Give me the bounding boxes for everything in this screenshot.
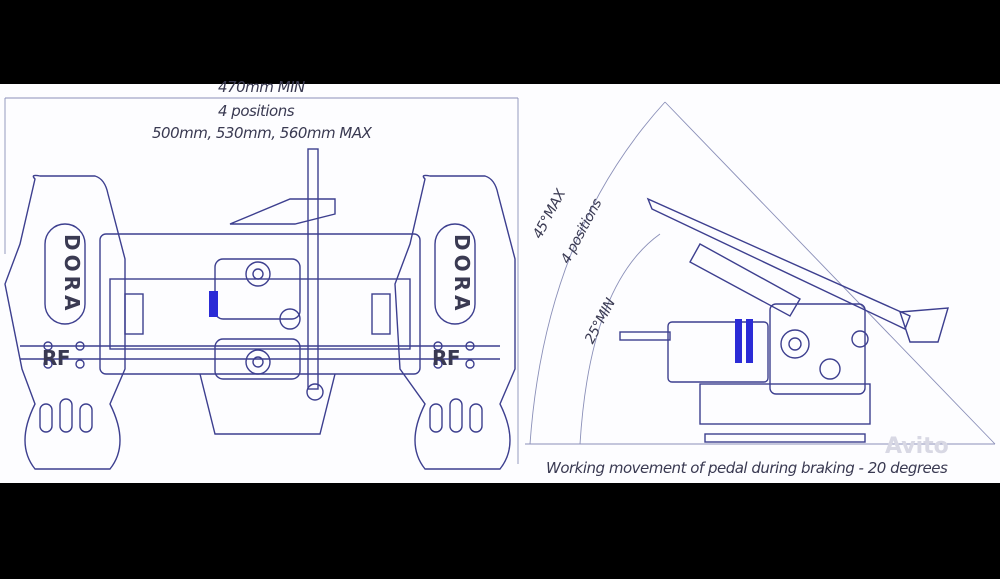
positions-label: 4 positions — [218, 102, 295, 120]
master-cylinder-mechanism — [124, 148, 391, 401]
right-plate-logo: DORA — [450, 234, 474, 315]
caption: Working movement of pedal during braking… — [546, 459, 948, 477]
angle-arcs — [525, 101, 996, 445]
pedal-base-frame — [20, 233, 500, 435]
technical-drawing: 470mm MIN 4 positions 500mm, 530mm, 560m… — [0, 78, 1000, 483]
right-pedal-plate — [394, 174, 516, 470]
left-plate-logo: DORA — [60, 234, 84, 315]
spring-highlight — [209, 291, 218, 317]
drawing-svg — [4, 97, 996, 470]
widths-label: 500mm, 530mm, 560mm MAX — [152, 124, 372, 142]
brake-pedal-side-view — [619, 197, 949, 443]
right-plate-logo-rf: RF — [432, 346, 461, 370]
avito-watermark: Avito — [885, 434, 949, 459]
left-pedal-plate — [4, 174, 126, 470]
left-plate-logo-rf: RF — [42, 346, 71, 370]
spring-highlight — [746, 319, 753, 363]
spring-highlight — [735, 319, 742, 363]
min-width-label: 470mm MIN — [218, 78, 305, 96]
